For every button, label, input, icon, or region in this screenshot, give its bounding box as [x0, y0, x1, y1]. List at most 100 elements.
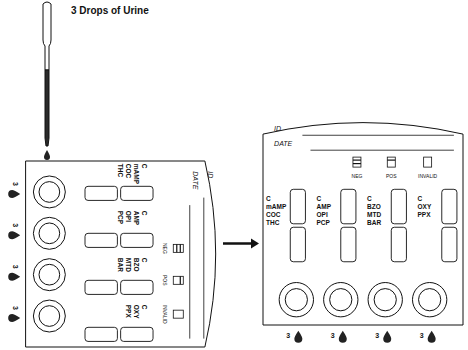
drug-label: COC — [124, 164, 131, 178]
result-label: NEG — [162, 243, 167, 254]
sample-well — [33, 259, 65, 291]
sample-well-inner — [419, 289, 441, 311]
card-outline — [263, 123, 463, 325]
drug-label: C — [367, 196, 372, 203]
drug-label: C — [140, 211, 147, 216]
id-line — [203, 198, 204, 339]
test-strip — [391, 189, 406, 224]
sample-well-inner — [39, 182, 60, 203]
drug-label: OXY — [132, 305, 139, 319]
result-band — [176, 244, 177, 252]
drug-label: mAMP — [266, 204, 286, 211]
drug-label: C — [140, 258, 147, 263]
result-icon — [424, 157, 432, 167]
drop-icon — [8, 273, 20, 281]
test-strip — [391, 227, 406, 262]
drug-label: C — [140, 305, 147, 310]
test-strip — [341, 227, 356, 262]
drug-label: MTD — [367, 212, 381, 219]
drug-label: BZO — [367, 204, 381, 211]
result-band — [353, 160, 361, 161]
result-band — [180, 244, 181, 252]
sample-well-inner — [39, 306, 60, 327]
test-strip — [341, 189, 356, 224]
sample-well — [279, 283, 313, 317]
field-label: DATE — [192, 171, 199, 189]
callout-number: 3 — [12, 182, 19, 186]
drug-label: PCP — [116, 211, 123, 224]
result-label: INVALID — [162, 305, 167, 324]
callout-number: 3 — [12, 265, 19, 269]
result-icon — [353, 157, 361, 167]
drug-label: BAR — [367, 220, 381, 227]
result-icon — [387, 157, 395, 167]
card-face: IDDATENEGPOSINVALIDCmAMPCOCTHCCAMPOPIPCP… — [4, 160, 220, 348]
id-line — [302, 135, 454, 136]
dropper-bulb — [43, 2, 51, 70]
callout-number: 3 — [420, 332, 424, 339]
callout-number: 3 — [286, 332, 290, 339]
arrow-head — [251, 239, 259, 249]
sample-well-inner — [330, 289, 352, 311]
sample-well-inner — [374, 289, 396, 311]
test-strip — [85, 233, 117, 247]
card-outline — [26, 161, 216, 347]
sample-well-inner — [285, 289, 307, 311]
card-face: IDDATENEGPOSINVALIDCmAMPCOCTHCCAMPOPIPCP… — [262, 118, 464, 348]
drug-label: OXY — [418, 204, 432, 211]
drug-label: C — [317, 196, 322, 203]
field-label: DATE — [274, 140, 292, 147]
test-strip — [85, 327, 117, 341]
drug-label: PCP — [317, 220, 330, 227]
drug-label: OPI — [317, 212, 328, 219]
result-label: POS — [162, 275, 167, 286]
test-strip — [290, 189, 305, 224]
test-cup-card: IDDATENEGPOSINVALIDCmAMPCOCTHCCAMPOPIPCP… — [4, 160, 220, 348]
sample-well — [368, 283, 402, 317]
drug-label: OPI — [124, 211, 131, 222]
test-strip — [121, 233, 153, 247]
drug-label: C — [140, 164, 147, 169]
result-band — [353, 163, 361, 164]
drop-icon — [8, 231, 20, 239]
test-strip — [290, 227, 305, 262]
card-drawing — [4, 160, 220, 348]
result-label: POS — [386, 174, 397, 179]
result-label: NEG — [352, 174, 363, 179]
date-line — [189, 205, 190, 338]
sample-well — [33, 217, 65, 249]
sample-well — [412, 283, 446, 317]
dropper-tube — [45, 70, 49, 146]
drug-label: BZO — [132, 258, 139, 272]
test-cup-card: IDDATENEGPOSINVALIDCmAMPCOCTHCCAMPOPIPCP… — [262, 118, 464, 348]
test-strip — [121, 186, 153, 200]
drug-label: BAR — [116, 258, 123, 272]
drug-label: MTD — [124, 258, 131, 272]
drug-label: mAMP — [132, 164, 139, 184]
callout-number: 3 — [12, 223, 19, 227]
arrow-shaft — [223, 242, 251, 245]
test-strip — [442, 227, 457, 262]
drug-label: COC — [266, 212, 280, 219]
drop-icon — [8, 190, 20, 198]
drop-icon — [383, 331, 391, 343]
drug-label: THC — [266, 220, 279, 227]
result-icon — [173, 276, 183, 284]
test-strip — [442, 189, 457, 224]
sample-well — [33, 176, 65, 208]
drop-icon — [8, 314, 20, 322]
date-line — [310, 150, 453, 151]
instruction-label: 3 Drops of Urine — [70, 5, 150, 16]
urine-drop — [44, 150, 50, 160]
flow-arrow — [223, 239, 259, 249]
drug-label: PPX — [124, 305, 131, 318]
card-drawing — [262, 118, 464, 348]
drug-label: THC — [116, 164, 123, 177]
test-strip — [121, 327, 153, 341]
drop-icon — [428, 331, 436, 343]
drug-label: C — [266, 196, 271, 203]
field-label: ID — [207, 171, 214, 178]
drug-label: AMP — [132, 211, 139, 225]
sample-well-inner — [39, 223, 60, 244]
field-label: ID — [274, 125, 281, 132]
